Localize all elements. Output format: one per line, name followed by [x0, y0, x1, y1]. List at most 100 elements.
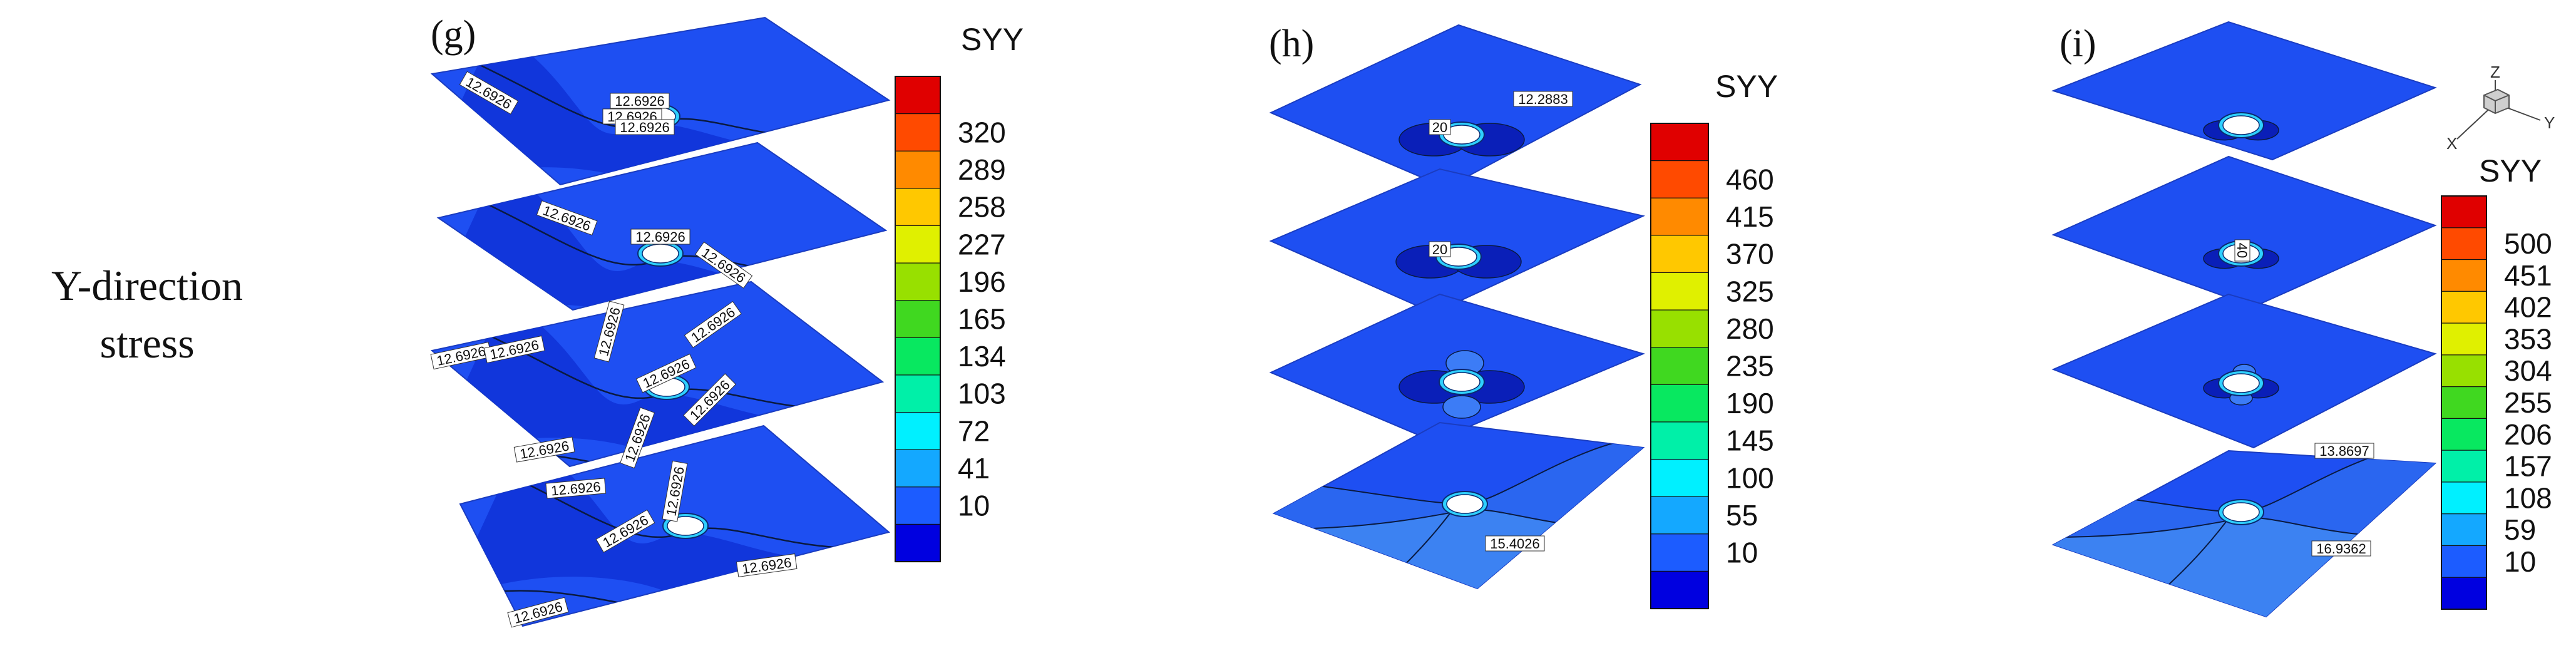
- plates-layer: [430, 16, 2437, 627]
- stress-plate: [1269, 168, 1646, 314]
- colorbar-segment: [895, 486, 941, 525]
- contour-label: 12.6926: [615, 119, 675, 135]
- stress-plate: [1269, 293, 1645, 443]
- colorbar-tick-label: 304: [2504, 354, 2552, 387]
- colorbar-segment: [895, 113, 941, 152]
- colorbar-tick-label: 72: [958, 414, 990, 447]
- colorbar-title-i: SYY: [2479, 153, 2542, 188]
- colorbar-segment: [1650, 272, 1709, 311]
- colorbar-segment: [895, 262, 941, 301]
- colorbar-segment: [1650, 347, 1709, 386]
- colorbar-tick-label: 415: [1726, 200, 1774, 233]
- axes-triad: Z Y X: [2446, 63, 2555, 153]
- contour-label: 12.6926: [630, 229, 690, 245]
- hole: [642, 244, 679, 264]
- colorbar-tick-label: 10: [1726, 537, 1758, 569]
- colorbar-tick-label: 353: [2504, 322, 2552, 355]
- colorbar-segment: [1650, 384, 1709, 423]
- colorbar-segment: [2441, 322, 2487, 356]
- colorbar-segment: [1650, 421, 1709, 460]
- svg-text:20: 20: [1432, 120, 1447, 135]
- colorbar-tick-label: 460: [1726, 163, 1774, 195]
- stress-plate: [1272, 421, 1645, 590]
- colorbar-segment: [2441, 418, 2487, 451]
- colorbar-tick-label: 402: [2504, 291, 2552, 324]
- svg-text:13.8697: 13.8697: [2319, 443, 2369, 459]
- panel-letter-g: (g): [431, 13, 476, 56]
- colorbar-segment: [895, 76, 941, 115]
- panel-letter-h: (h): [1269, 23, 1314, 65]
- row-label-line2: stress: [100, 319, 195, 367]
- colorbar-segment: [2441, 386, 2487, 419]
- colorbar-segment: [1650, 496, 1709, 535]
- colorbar-tick-label: 227: [958, 228, 1006, 260]
- svg-text:16.9362: 16.9362: [2316, 541, 2366, 557]
- hole: [1446, 494, 1484, 514]
- hole: [2222, 115, 2260, 135]
- stress-plate: [2051, 21, 2437, 161]
- contour-label: 12.2883: [1513, 91, 1573, 107]
- colorbar-tick-label: 103: [958, 378, 1006, 410]
- colorbar-tick-label: 235: [1726, 350, 1774, 383]
- colorbar-segment: [2441, 291, 2487, 324]
- axis-x-label: X: [2446, 134, 2457, 153]
- colorbar-segment: [895, 300, 941, 339]
- svg-text:12.6926: 12.6926: [615, 93, 665, 109]
- cube-icon: [2483, 88, 2510, 115]
- colorbar-tick-label: 10: [2504, 545, 2536, 578]
- stress-plate: [2051, 155, 2437, 308]
- colorbar-tick-label: 325: [1726, 275, 1774, 307]
- colorbar-tick-label: 206: [2504, 418, 2552, 451]
- colorbar-segment: [895, 411, 941, 451]
- colorbar-tick-label: 100: [1726, 461, 1774, 494]
- svg-text:20: 20: [1432, 242, 1447, 257]
- colorbar-tick-label: 280: [1726, 312, 1774, 345]
- hole: [2222, 502, 2260, 522]
- panel-letter-i: (i): [2060, 23, 2096, 65]
- svg-text:12.6926: 12.6926: [635, 229, 685, 245]
- colorbar-segment: [2441, 481, 2487, 515]
- colorbar-segment: [1650, 197, 1709, 236]
- colorbar-tick-label: 10: [958, 490, 990, 522]
- contour-label: 20: [1429, 241, 1451, 257]
- colorbar-tick-label: 320: [958, 116, 1006, 148]
- colorbar-tick-label: 500: [2504, 227, 2552, 260]
- colorbar-tick-label: 134: [958, 340, 1006, 373]
- row-label: Y-direction stress: [0, 257, 294, 372]
- colorbar-segment: [2441, 545, 2487, 579]
- contour-label: 12.6926: [610, 93, 670, 109]
- svg-text:12.6926: 12.6926: [620, 120, 670, 135]
- colorbar-segment: [1650, 309, 1709, 348]
- colorbar-segment: [1650, 533, 1709, 572]
- colorbar-tick-label: 451: [2504, 259, 2552, 292]
- colorbar-segment: [2441, 577, 2487, 610]
- colorbar-tick-label: 157: [2504, 450, 2552, 483]
- colorbar-tick-label: 255: [2504, 386, 2552, 419]
- colorbar-tick-label: 145: [1726, 424, 1774, 457]
- stress-plate: [1269, 24, 1642, 189]
- stress-plate: [436, 141, 888, 311]
- colorbar-tick-label: 370: [1726, 238, 1774, 270]
- colorbar-segment: [1650, 570, 1709, 610]
- axis-z-label: Z: [2490, 63, 2500, 81]
- hole: [1443, 372, 1480, 392]
- axis-y-label: Y: [2544, 113, 2555, 132]
- colorbar-segment: [1650, 160, 1709, 199]
- contour-label: 16.9362: [2311, 540, 2371, 557]
- svg-text:40: 40: [2234, 243, 2250, 258]
- colorbar-title-g: SYY: [961, 22, 1024, 57]
- colorbar-tick-label: 258: [958, 191, 1006, 224]
- colorbar-segment: [1650, 123, 1709, 162]
- contour-label: 20: [1429, 119, 1451, 135]
- hole: [2222, 373, 2260, 393]
- colorbar-tick-label: 59: [2504, 513, 2536, 546]
- colorbar-segment: [2441, 195, 2487, 229]
- colorbar-tick-label: 55: [1726, 499, 1758, 532]
- colorbar-tick-label: 108: [2504, 481, 2552, 514]
- colorbar-tick-label: 165: [958, 303, 1006, 336]
- contour-label: 40: [2234, 239, 2250, 262]
- colorbar-tick-label: 289: [958, 153, 1006, 186]
